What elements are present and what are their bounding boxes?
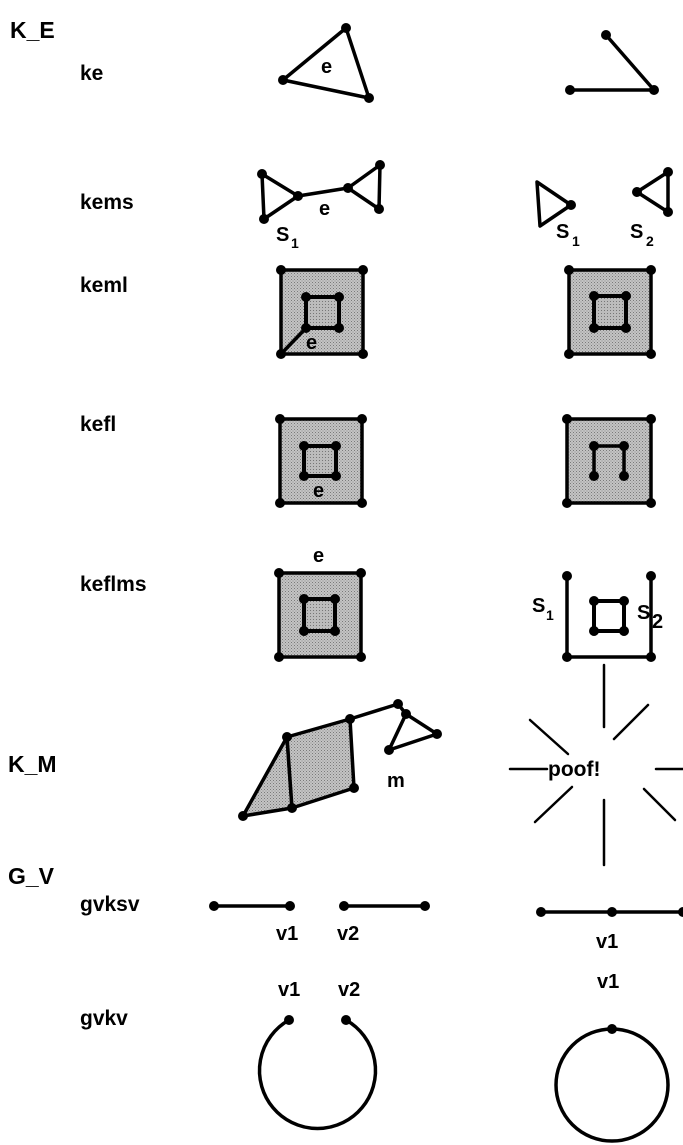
edge-label: e bbox=[319, 198, 330, 220]
shell-label-s1: S 1 bbox=[532, 595, 554, 623]
svg-text:S: S bbox=[630, 221, 643, 243]
keflms-after-split-shells: S 1 S 2 bbox=[532, 571, 663, 662]
vertex-label-v1: v1 bbox=[278, 979, 300, 1001]
op-label-ke: ke bbox=[80, 62, 103, 85]
vertex-label-v1: v1 bbox=[596, 931, 618, 953]
svg-text:2: 2 bbox=[646, 233, 654, 249]
ke-before-triangle: e bbox=[278, 23, 374, 103]
op-label-keflms: keflms bbox=[80, 573, 147, 596]
svg-text:S: S bbox=[532, 595, 545, 617]
model-label: m bbox=[387, 770, 405, 792]
keml-after-face-with-hole bbox=[564, 265, 656, 359]
km-before-solid-with-wire: m bbox=[238, 699, 442, 821]
op-label-kefl: kefl bbox=[80, 413, 116, 436]
gvksv-after-joined-edge: v1 bbox=[536, 907, 683, 953]
section-label-k-m: K_M bbox=[8, 751, 57, 777]
svg-text:1: 1 bbox=[546, 607, 554, 623]
shell-label-s2: S 2 bbox=[637, 602, 663, 633]
op-label-kems: kems bbox=[80, 191, 134, 214]
vertex-label-v2: v2 bbox=[337, 923, 359, 945]
edge-label: e bbox=[313, 545, 324, 567]
svg-text:S: S bbox=[276, 224, 289, 246]
svg-text:2: 2 bbox=[652, 611, 663, 633]
ke-after-open-path bbox=[565, 30, 659, 95]
kems-after-two-shells: S 1 S 2 bbox=[535, 167, 673, 249]
section-label-g-v: G_V bbox=[8, 863, 55, 889]
vertex-label-v2: v2 bbox=[338, 979, 360, 1001]
gvksv-before-two-edges: v1 v2 bbox=[209, 901, 430, 945]
svg-text:S: S bbox=[556, 221, 569, 243]
vertex-label-v1: v1 bbox=[276, 923, 298, 945]
edge-label: e bbox=[306, 332, 317, 354]
op-label-keml: keml bbox=[80, 274, 128, 297]
kefl-before-face-with-inner-loop: e bbox=[275, 414, 367, 508]
section-label-k-e: K_E bbox=[10, 17, 55, 43]
km-after-poof-burst: poof! bbox=[508, 663, 683, 867]
gvkv-before-open-circle: v1 v2 bbox=[257, 979, 378, 1131]
edge-label: e bbox=[321, 56, 332, 78]
edge-label: e bbox=[313, 480, 324, 502]
svg-text:S: S bbox=[637, 602, 650, 624]
poof-label: poof! bbox=[548, 758, 600, 781]
svg-text:1: 1 bbox=[572, 233, 580, 249]
kefl-after-merged-face bbox=[562, 414, 656, 508]
op-label-gvksv: gvksv bbox=[80, 893, 140, 916]
kems-before-bowtie: e S 1 bbox=[257, 160, 385, 251]
svg-text:1: 1 bbox=[291, 235, 299, 251]
vertex-label-v1: v1 bbox=[597, 971, 619, 993]
shell-label-s1: S 1 bbox=[276, 224, 299, 251]
shell-label-s2: S 2 bbox=[630, 221, 654, 249]
keflms-before-face-with-loop: e bbox=[274, 545, 366, 662]
keml-before-face-with-bridge: e bbox=[276, 265, 368, 359]
shell-label-s1: S 1 bbox=[556, 221, 580, 249]
op-label-gvkv: gvkv bbox=[80, 1007, 128, 1030]
gvkv-after-closed-circle: v1 bbox=[554, 971, 670, 1143]
